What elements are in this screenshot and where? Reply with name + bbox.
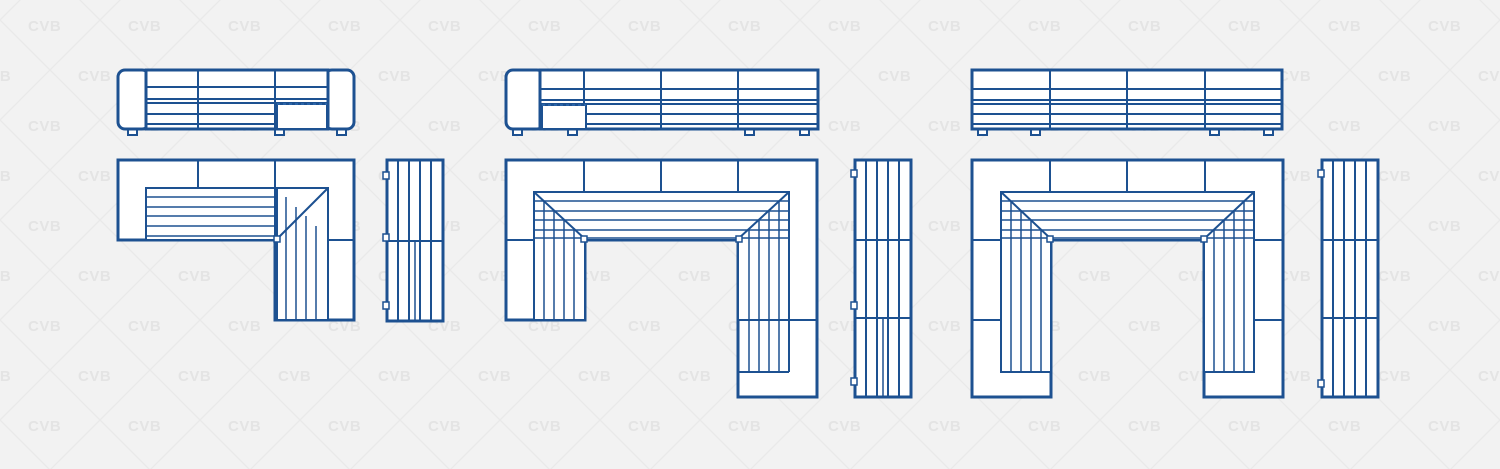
plan-3-corner-node-right: [1200, 235, 1208, 243]
plan-3-seat-lines: [1001, 200, 1254, 239]
side-panel-2-tabs: [850, 169, 858, 386]
plan-2-mitre-left: [533, 191, 586, 240]
side-panel-2-slats: [865, 160, 900, 397]
front-elevation-2[interactable]: [504, 68, 820, 136]
plan-1-seat-area: [145, 187, 276, 241]
plan-3-right-leg-slats: [1204, 201, 1254, 373]
side-panel-3-slats: [1332, 160, 1367, 397]
side-panel-3-outline: [1320, 158, 1380, 399]
plan-3-corner-node-left: [1046, 235, 1054, 243]
elevation-2-chaise-pad: [541, 104, 587, 130]
plan-3-seat-well: [1000, 191, 1255, 373]
plan-2-seat-lines: [534, 200, 789, 239]
elevation-3-back-cushion-lines: [972, 88, 1282, 105]
plan-1-chaise-block: [276, 187, 329, 321]
elevation-1-chaise-pad: [276, 103, 328, 130]
plan-2-corner-node-left: [580, 235, 588, 243]
plan-2-right-leg-slats: [738, 192, 790, 373]
plan-2-left-leg-slats: [543, 201, 575, 320]
side-panel-1-tabs: [382, 171, 390, 310]
plan-view-3[interactable]: [970, 158, 1285, 399]
front-elevation-1[interactable]: [116, 68, 356, 136]
plan-1-chaise-slats: [285, 197, 317, 320]
plan-1-corner-node: [273, 235, 281, 243]
plan-3-left-leg-slats: [1001, 201, 1051, 373]
plan-3-mitre-left: [1000, 191, 1052, 240]
side-panel-3-tabs: [1317, 169, 1325, 388]
plan-2-corner-node-right: [735, 235, 743, 243]
plan-view-1[interactable]: [116, 158, 356, 322]
elevation-3-seat-cushion-lines: [972, 113, 1282, 125]
elevation-1-left-arm: [116, 68, 151, 131]
sectional-group-3[interactable]: [970, 68, 1380, 399]
side-panel-2[interactable]: [850, 158, 913, 399]
front-elevation-3[interactable]: [970, 68, 1284, 136]
side-panel-3[interactable]: [1317, 158, 1380, 399]
plan-3-mitre-right: [1203, 191, 1255, 240]
plan-view-2[interactable]: [504, 158, 819, 399]
sectional-group-1[interactable]: [116, 68, 445, 323]
side-panel-3-dividers: [1322, 239, 1378, 319]
sectional-group-2[interactable]: [504, 68, 913, 399]
side-panel-1[interactable]: [382, 158, 445, 323]
plan-2-mitre-right: [737, 191, 790, 240]
elevation-2-seat-cushion-lines: [584, 113, 818, 125]
elevation-3-feet: [977, 127, 1274, 136]
elevation-1-seat-cushion-lines: [146, 113, 275, 125]
elevation-2-left-arm: [504, 68, 546, 131]
side-panel-2-dividers: [855, 239, 911, 319]
